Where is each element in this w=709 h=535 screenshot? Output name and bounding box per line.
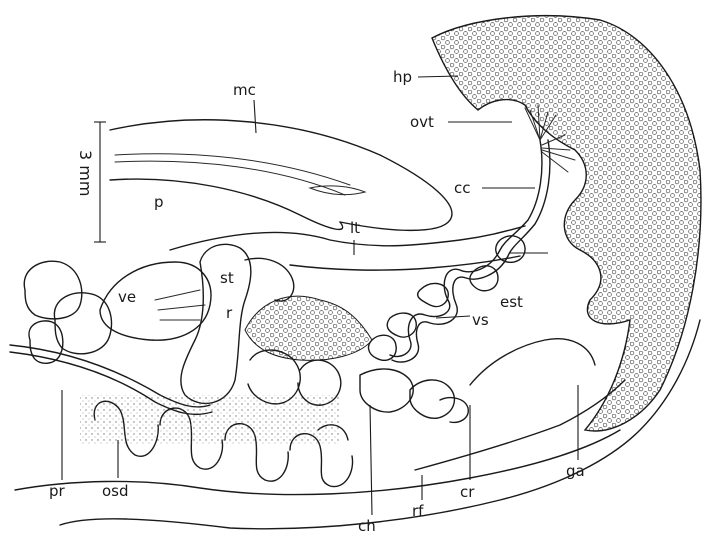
label-pr: pr <box>49 482 66 500</box>
label-vs: vs <box>472 311 489 329</box>
tentacle-outline <box>170 226 525 250</box>
stomach-outline <box>181 244 251 403</box>
scale-bar: 3 mm <box>76 122 106 242</box>
label-st: st <box>220 269 234 287</box>
label-cr: cr <box>460 483 475 501</box>
label-mc: mc <box>233 81 256 99</box>
label-ch: ch <box>358 517 376 535</box>
label-lt: lt <box>350 219 360 237</box>
label-ovt: ovt <box>410 113 434 131</box>
vesicle-outline <box>100 262 211 340</box>
label-p: p <box>154 193 164 211</box>
label-est: est <box>500 293 523 311</box>
lower-gland-coils <box>80 350 353 487</box>
label-cc: cc <box>454 179 471 197</box>
label-ve: ve <box>118 288 136 306</box>
label-hp: hp <box>393 68 412 86</box>
scale-bar-label: 3 mm <box>76 150 95 196</box>
label-ga: ga <box>566 462 585 480</box>
penis-outline <box>110 179 343 229</box>
label-osd: osd <box>102 482 129 500</box>
hepatopancreas-region <box>432 16 701 431</box>
label-rf: rf <box>412 502 424 520</box>
label-r: r <box>226 304 233 322</box>
